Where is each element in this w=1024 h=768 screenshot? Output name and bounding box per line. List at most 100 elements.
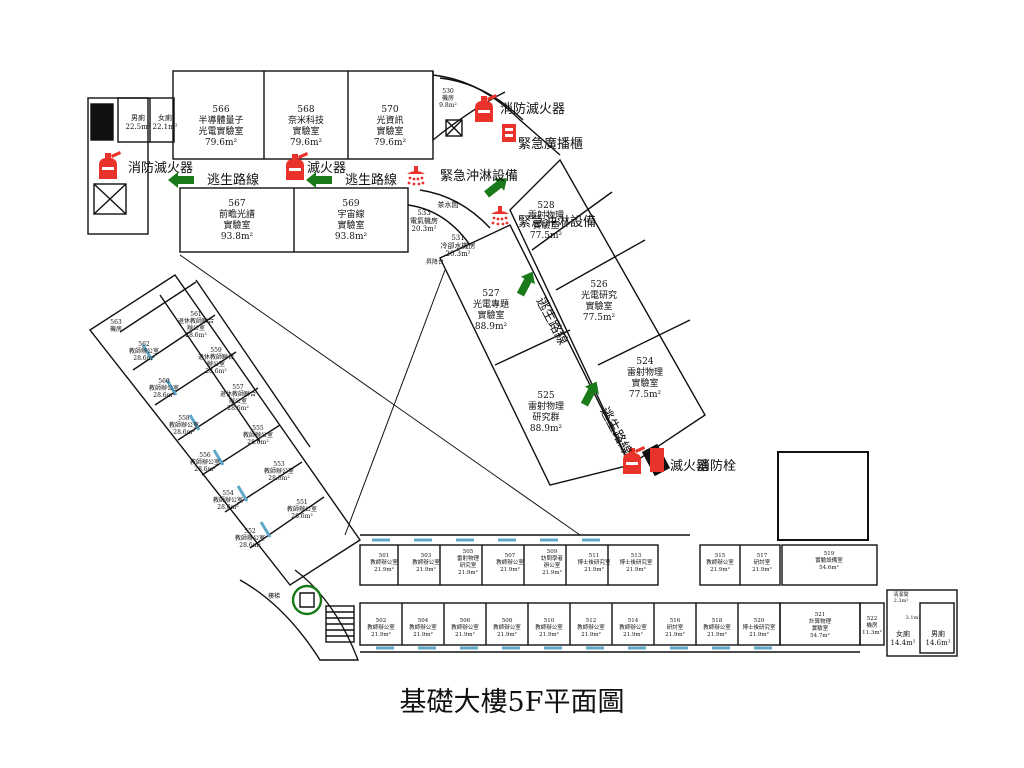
room-label-line: 實驗室 bbox=[631, 377, 658, 389]
room-label-line: 93.8m² bbox=[335, 232, 368, 242]
room-label-line: 實驗室 bbox=[477, 309, 504, 321]
courtyard-lines bbox=[179, 254, 581, 536]
room-label-line: 21.9m² bbox=[416, 566, 436, 573]
label-extinguisher: 滅火器 bbox=[670, 459, 709, 474]
room-label-line: 21.9m² bbox=[542, 569, 562, 576]
room-label-line: 教師辦公室 bbox=[619, 623, 647, 631]
label-extinguisher: 消防滅火器 bbox=[500, 101, 565, 117]
room-label-line: 計算物理 bbox=[809, 617, 832, 625]
room-label-line: 557 bbox=[232, 384, 244, 391]
room-label-line: 實驗室 bbox=[812, 624, 829, 632]
room-label-line: 3.1m² bbox=[906, 615, 921, 621]
room-label-line: 28.6m² bbox=[239, 542, 261, 549]
room-label-line: 79.6m² bbox=[205, 138, 238, 148]
fire-hydrant-icon bbox=[650, 448, 664, 472]
room-label-line: 教師辦公室 bbox=[264, 467, 294, 475]
room-label-line: 機房 bbox=[866, 621, 878, 629]
room-label-line: 退休教師聯合 bbox=[178, 317, 214, 325]
room-label-line: 訪問學者 bbox=[541, 554, 564, 562]
room-label-line: 28.6m² bbox=[217, 504, 239, 511]
room-label-line: 21.9m² bbox=[581, 631, 601, 638]
room-label-line: 雷射物理 bbox=[528, 209, 564, 221]
room-label-line: 女廁 bbox=[158, 113, 172, 122]
room-label-line: 21.9m² bbox=[458, 569, 478, 576]
room-label-line: 半導體量子 bbox=[198, 114, 243, 126]
fire-cabinet-icon bbox=[502, 124, 516, 142]
room-label-line: 21.9m² bbox=[707, 631, 727, 638]
room-label-line: 辦公室 bbox=[207, 360, 225, 368]
room-label-line: 教師辦公室 bbox=[451, 623, 479, 631]
room-label-line: 507 bbox=[505, 553, 516, 559]
room-label-line: 教師辦公室 bbox=[706, 558, 734, 566]
room-label-line: 508 bbox=[502, 618, 513, 624]
room-label-line: 機房 bbox=[442, 94, 454, 102]
room-label-line: 研討室 bbox=[754, 558, 771, 566]
room-label-line: 93.8m² bbox=[221, 232, 254, 242]
room-label-line: 21.9m² bbox=[752, 566, 772, 573]
room-label-line: 533 bbox=[417, 209, 430, 217]
room-label-line: 21.9m² bbox=[665, 631, 685, 638]
room-label-line: 21.9m² bbox=[584, 566, 604, 573]
room-label-line: 528 bbox=[537, 201, 554, 211]
room-label-line: 54.6m² bbox=[819, 564, 839, 571]
bottom-wing bbox=[359, 451, 958, 657]
room-label-line: 553 bbox=[273, 461, 285, 468]
room-label-line: 28.6m² bbox=[247, 439, 269, 446]
room-label-line: 511 bbox=[589, 553, 600, 559]
room-label-line: 501 bbox=[379, 553, 390, 559]
room-label-line: 電氣機房 bbox=[410, 216, 438, 225]
label-escape-route: 逃生路線 bbox=[532, 294, 571, 347]
room-label-line: 實驗室 bbox=[292, 125, 319, 137]
room-label-line: 530 bbox=[442, 88, 454, 95]
room-label-line: 77.5m² bbox=[583, 313, 616, 323]
room-label-line: 77.5m² bbox=[530, 231, 563, 241]
room-label-line: 555 bbox=[252, 425, 264, 432]
room-label-line: 教師辦公室 bbox=[493, 623, 521, 631]
label-emergency-shower: 緊急沖淋設備 bbox=[440, 168, 518, 184]
room-label-line: 22.1m² bbox=[152, 123, 177, 131]
room-label-line: 79.6m² bbox=[374, 138, 407, 148]
room-label-line: 560 bbox=[158, 378, 170, 385]
room-label-line: 28.6m² bbox=[153, 392, 175, 399]
room-label-line: 506 bbox=[460, 618, 471, 624]
room-label-line: 28.6m² bbox=[291, 513, 313, 520]
safety-icons bbox=[99, 94, 664, 474]
room-label-line: 28.6m² bbox=[133, 355, 155, 362]
room-label-line: 512 bbox=[586, 618, 597, 624]
room-label-line: 冷卻水機房 bbox=[441, 241, 476, 250]
room-label-line: 研究室 bbox=[460, 561, 477, 569]
room-label-line: 雷射物理 bbox=[528, 400, 564, 412]
room-label-line: 527 bbox=[482, 289, 499, 299]
room-label-line: 教師辦公室 bbox=[213, 496, 243, 504]
room-label-line: 宇宙線 bbox=[337, 208, 364, 220]
room-label-line: 奈米科技 bbox=[288, 114, 324, 126]
room-label-line: 509 bbox=[547, 549, 558, 555]
room-label-line: 531 bbox=[451, 234, 464, 242]
room-label-line: 28.6m² bbox=[173, 429, 195, 436]
room-label-line: 辦公室 bbox=[229, 397, 247, 405]
label-extinguisher: 滅火器 bbox=[307, 161, 346, 176]
room-label-line: 教師辦公室 bbox=[535, 623, 563, 631]
room-label-line: 521 bbox=[815, 612, 826, 618]
room-label-line: 79.6m² bbox=[290, 138, 323, 148]
room-label-line: 526 bbox=[590, 280, 607, 290]
room-label-line: 28.6m² bbox=[185, 332, 207, 339]
room-label-line: 28.6m² bbox=[227, 405, 249, 412]
